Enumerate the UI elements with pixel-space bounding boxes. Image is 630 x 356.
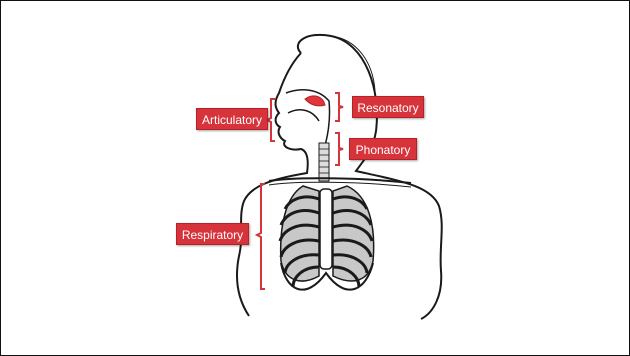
- clavicle-lower: [269, 182, 411, 187]
- respiratory-bracket: [257, 184, 265, 289]
- respiratory-label: Respiratory: [176, 223, 249, 245]
- back-of-head: [331, 36, 375, 91]
- nasal-highlight: [305, 96, 325, 106]
- resonatory-bracket: [335, 93, 343, 121]
- sternum: [320, 189, 332, 269]
- resonatory-label: Resonatory: [352, 96, 424, 118]
- phonatory-bracket: [335, 133, 343, 165]
- tongue: [288, 110, 319, 121]
- phonatory-label: Phonatory: [349, 138, 417, 160]
- articulatory-bracket: [267, 99, 275, 141]
- articulatory-label: Articulatory: [196, 108, 268, 130]
